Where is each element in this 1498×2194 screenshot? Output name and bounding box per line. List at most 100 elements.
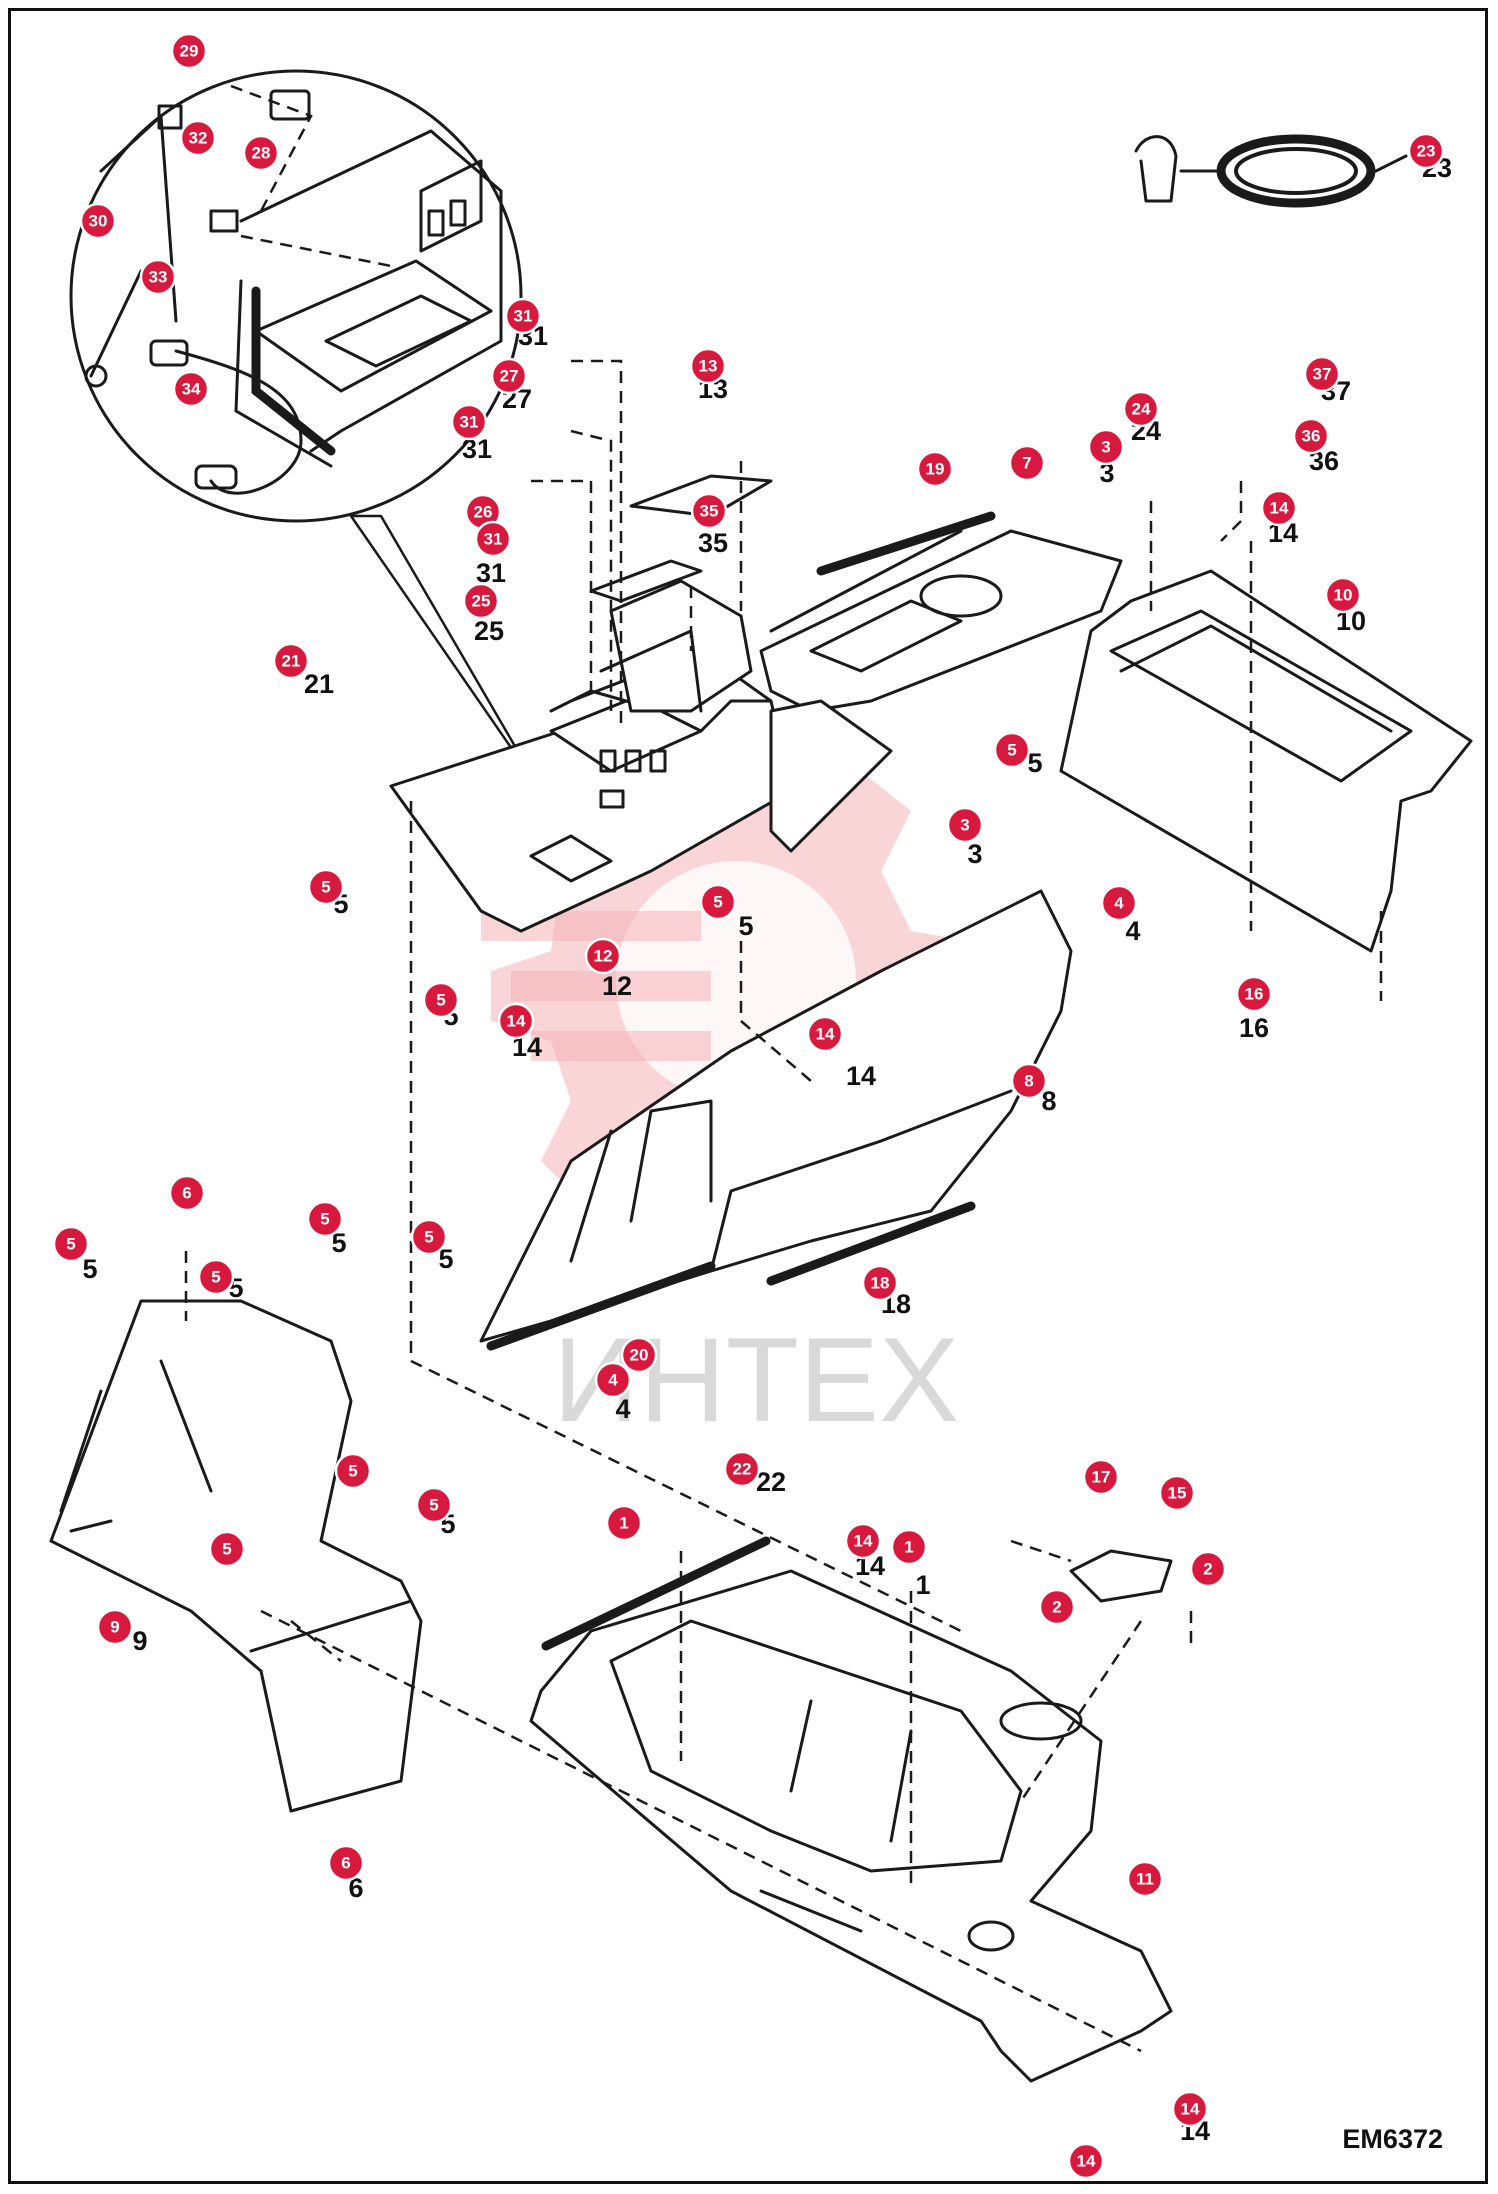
- callout-badge-number: 26: [474, 503, 493, 522]
- callout-number-label: 25: [474, 616, 504, 646]
- callout-badge: [139, 258, 177, 296]
- callout-badge-number: 18: [871, 1274, 890, 1293]
- callout-badge-number: 34: [182, 380, 201, 399]
- center-lower-console: [479, 889, 1073, 1351]
- callout-badge-number: 7: [1022, 454, 1031, 473]
- callout-badge: [52, 1225, 90, 1263]
- callout-badge: [497, 1002, 535, 1040]
- callout-badge-number: 2: [1203, 1560, 1212, 1579]
- assembly-lines: [184, 359, 1383, 2053]
- callout-badge-number: 5: [424, 1228, 433, 1247]
- callout-6: 6: [168, 1174, 206, 1212]
- callout-badge: [1122, 390, 1160, 428]
- callout-badge: [1010, 1062, 1048, 1100]
- callout-badge-number: 31: [484, 530, 503, 549]
- callout-badge-number: 5: [320, 1210, 329, 1229]
- callout-badge-number: 11: [1136, 1870, 1154, 1889]
- callout-badge-number: 3: [960, 816, 969, 835]
- callout-badge: [1324, 576, 1362, 614]
- callout-badge: [208, 1530, 246, 1568]
- callout-badge: [242, 134, 280, 172]
- diagram-frame: ИНТЕХ: [8, 8, 1488, 2184]
- callout-badge-number: 20: [630, 1346, 649, 1365]
- callout-7: 7: [1008, 444, 1046, 482]
- right-console-panel: [759, 511, 1123, 853]
- callout-badge: [96, 1608, 134, 1646]
- callout-badge-number: 21: [282, 652, 301, 671]
- center-console-upper: [389, 474, 793, 933]
- callout-9: 99: [96, 1608, 148, 1656]
- callout-badge-number: 19: [926, 460, 945, 479]
- callout-badge-number: 23: [1417, 142, 1436, 161]
- callout-badge: [844, 1522, 882, 1560]
- callout-1: 1: [605, 1504, 643, 1542]
- callout-5: 55: [307, 868, 349, 919]
- callout-badge-number: 17: [1092, 1468, 1111, 1487]
- callout-badge-number: 5: [321, 878, 330, 897]
- callout-badge: [946, 806, 984, 844]
- callout-30: 30: [79, 202, 117, 240]
- callout-4: 44: [594, 1361, 632, 1424]
- callout-number-label: 8: [1041, 1086, 1056, 1116]
- callout-badge: [462, 582, 500, 620]
- callout-badge: [1260, 489, 1298, 527]
- callout-5: 55: [306, 1200, 347, 1258]
- callout-badge-number: 8: [1024, 1072, 1033, 1091]
- callout-badge-number: 31: [514, 307, 533, 326]
- callout-badge: [861, 1264, 899, 1302]
- callout-badge: [410, 1218, 448, 1256]
- callout-badge-number: 6: [341, 1854, 350, 1873]
- callout-badge-number: 27: [500, 367, 519, 386]
- callout-badge: [1038, 1588, 1076, 1626]
- callout-number-label: 5: [438, 1244, 453, 1274]
- callout-badge: [605, 1504, 643, 1542]
- callout-5: 55: [993, 731, 1043, 778]
- callout-badge: [806, 1015, 844, 1053]
- callout-badge-number: 29: [180, 42, 199, 61]
- callout-number-label: 5: [82, 1254, 97, 1284]
- callout-4: 44: [1100, 884, 1141, 946]
- callout-badge: [450, 403, 488, 441]
- callout-badge-number: 32: [189, 129, 208, 148]
- callout-badge: [1407, 132, 1445, 170]
- callout-badge-number: 6: [182, 1184, 191, 1203]
- callout-badge-number: 5: [348, 1462, 357, 1481]
- callout-3: 33: [946, 806, 984, 869]
- callout-32: 32: [179, 119, 217, 157]
- callout-11: 11: [1126, 1860, 1164, 1898]
- callout-badge-number: 14: [1077, 2152, 1096, 2171]
- callout-8: 88: [1010, 1062, 1057, 1116]
- callout-badge-number: 14: [507, 1012, 526, 1031]
- callout-badge: [272, 642, 310, 680]
- callout-badge: [306, 1200, 344, 1238]
- callout-badge-number: 13: [699, 357, 718, 376]
- callout-badge-number: 5: [713, 893, 722, 912]
- callout-badge-number: 14: [1181, 2100, 1200, 2119]
- callout-badge: [723, 1450, 761, 1488]
- callout-number-label: 14: [846, 1061, 876, 1091]
- callout-number-label: 35: [698, 528, 728, 558]
- callout-badge-number: 5: [211, 1268, 220, 1287]
- callout-badge: [490, 357, 528, 395]
- callout-number-label: 5: [1027, 748, 1042, 778]
- callout-5: 55: [197, 1258, 244, 1303]
- callout-badge-number: 30: [89, 212, 108, 231]
- callout-5: 55: [52, 1225, 98, 1284]
- callout-badge-number: 3: [1101, 438, 1110, 457]
- callout-badge: [1100, 884, 1138, 922]
- callout-badge: [504, 297, 542, 335]
- callout-number-label: 5: [331, 1228, 346, 1258]
